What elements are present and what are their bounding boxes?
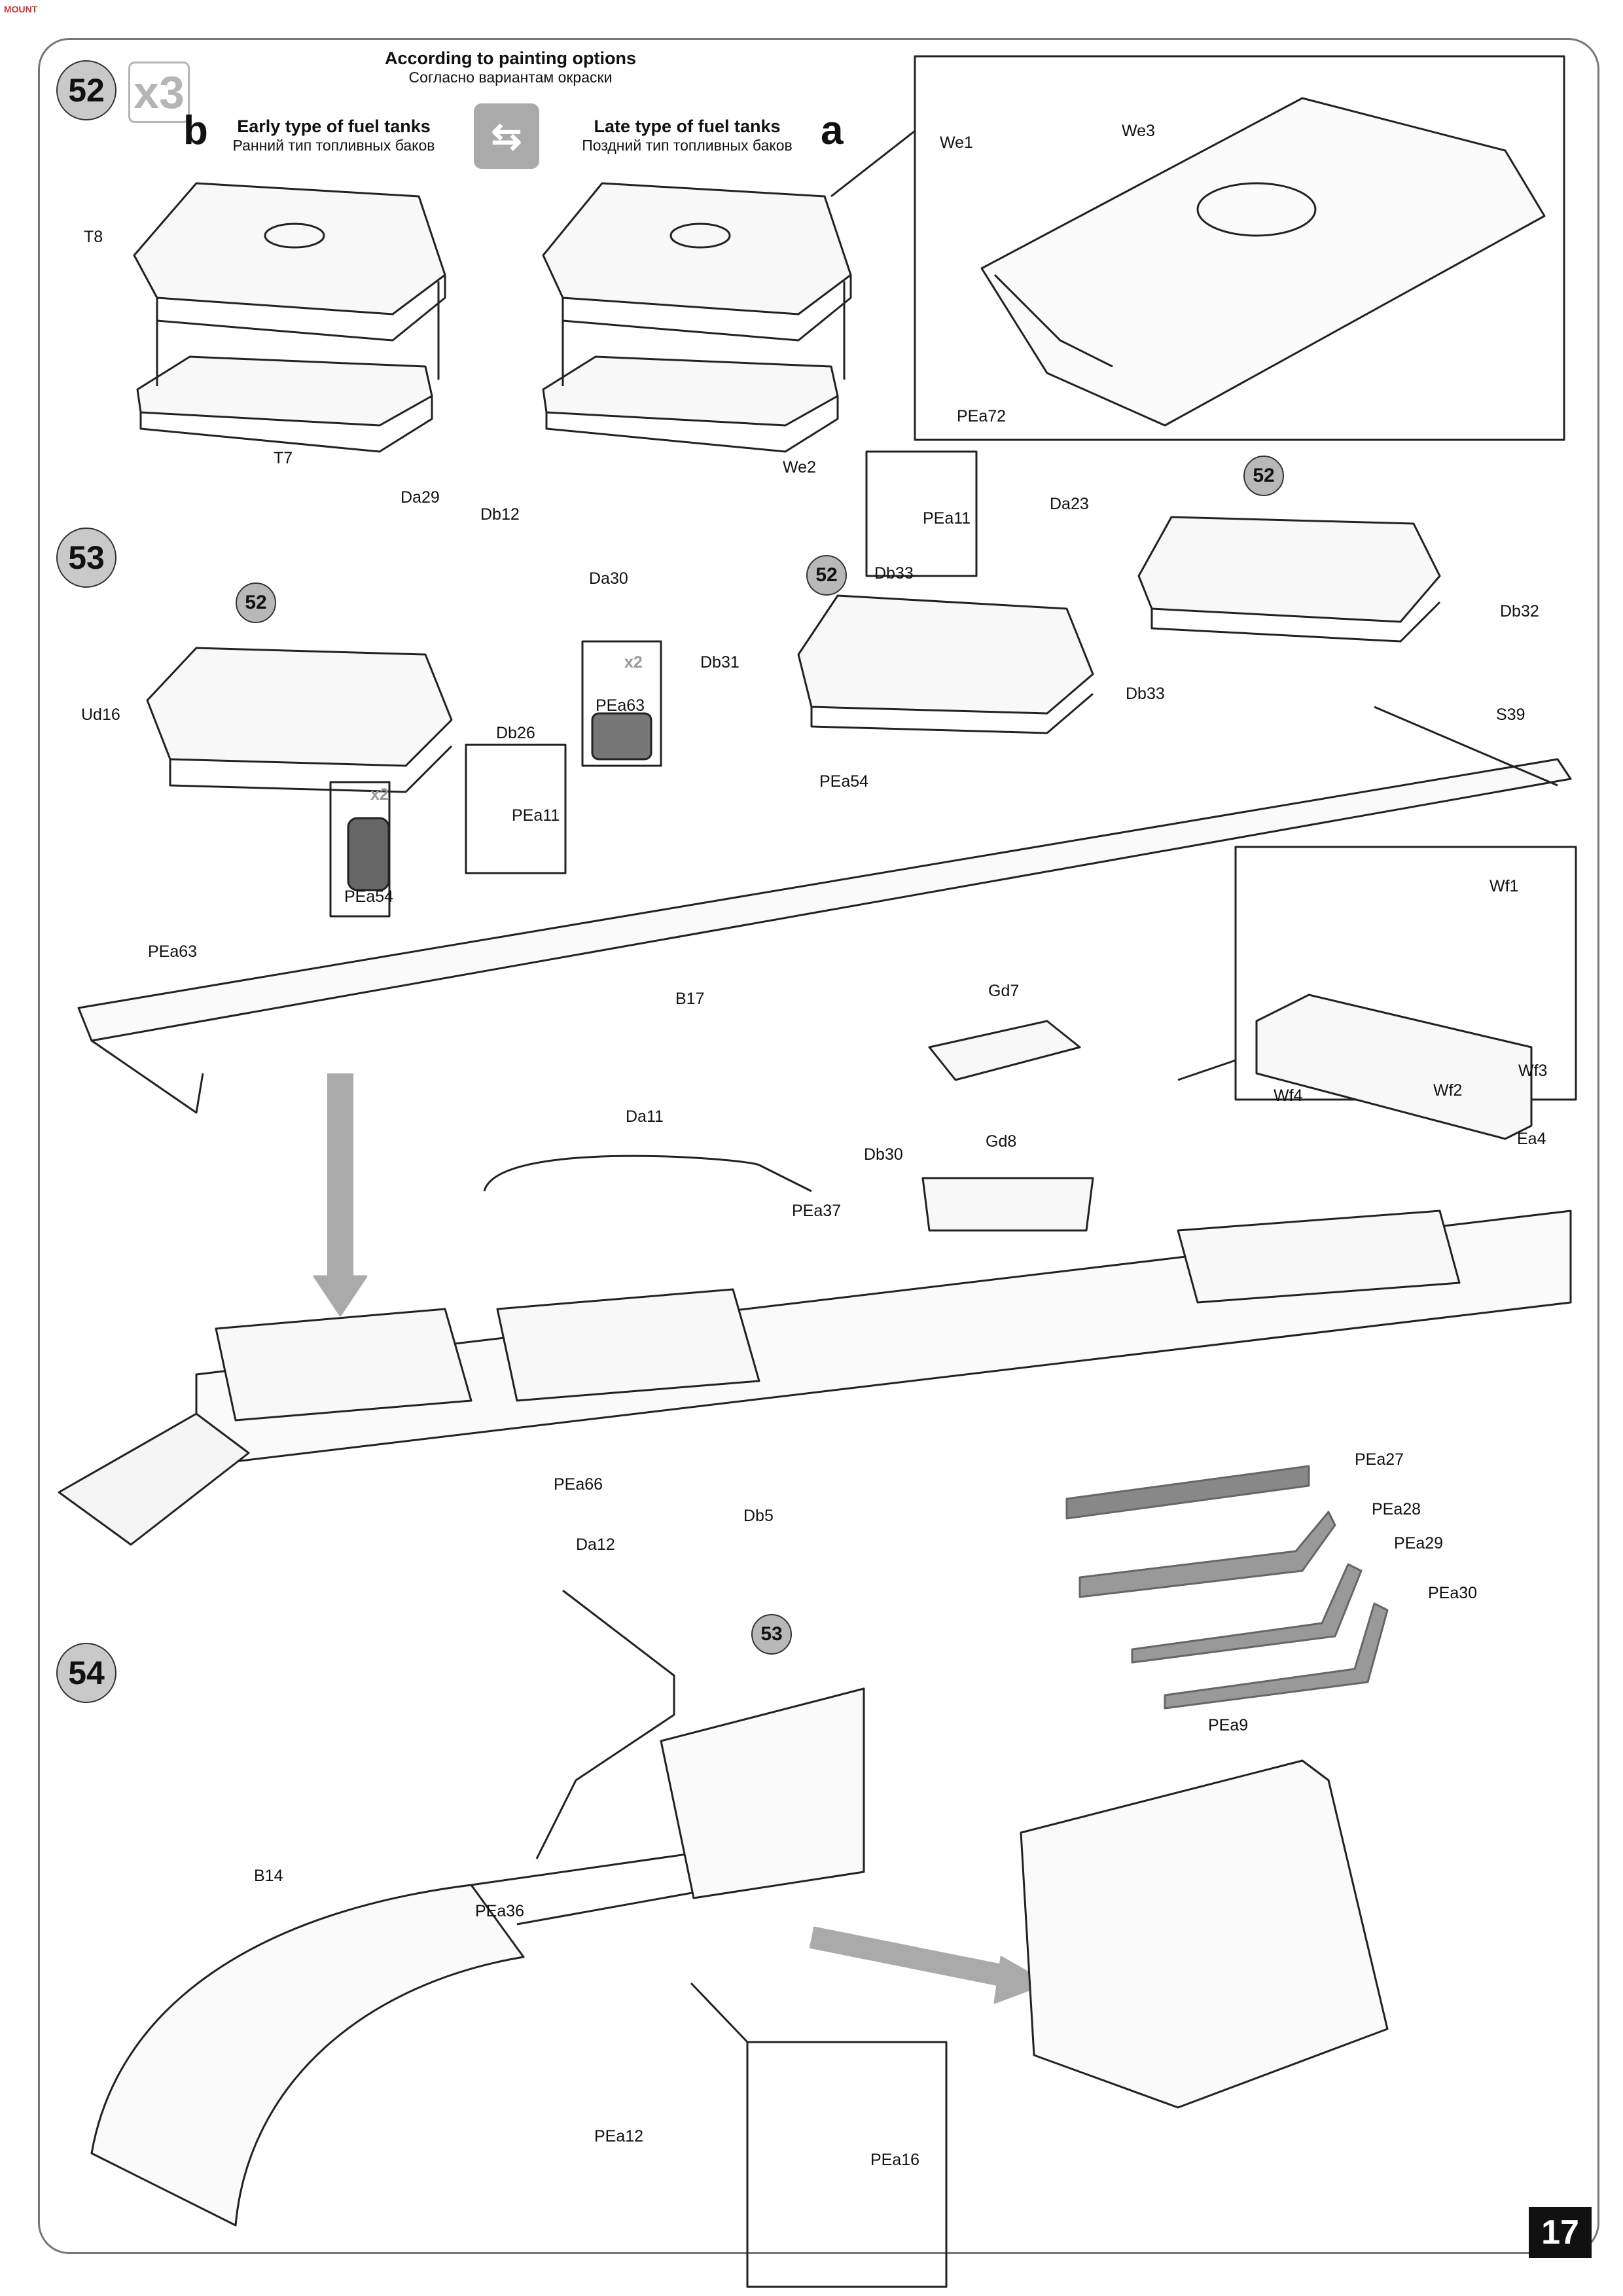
option-a-letter: a <box>821 108 844 153</box>
part-label: PEa54 <box>819 772 869 791</box>
part-label: PEa16 <box>870 2151 920 2169</box>
part-label: Da11 <box>626 1107 664 1126</box>
part-label: PEa11 <box>923 509 971 528</box>
option-b-letter: b <box>183 108 208 153</box>
option-b-title-ru: Ранний тип топливных баков <box>232 137 435 154</box>
part-label: PEa29 <box>1394 1534 1444 1552</box>
part-label: Db33 <box>874 564 914 583</box>
option-a-title-ru: Поздний тип топливных баков <box>582 137 793 154</box>
step-53-number: 53 <box>56 528 116 588</box>
part-label: T7 <box>274 449 293 467</box>
tank-left-drawing <box>146 647 453 793</box>
part-label: PEa28 <box>1372 1500 1421 1518</box>
part-label: PEa63 <box>148 942 198 961</box>
tank-mid-drawing <box>797 594 1094 734</box>
step54-detail-drawing <box>1020 1465 1389 2109</box>
part-label: Db26 <box>496 724 535 742</box>
part-label: Gd7 <box>988 982 1020 1000</box>
tank-b-drawing <box>133 182 446 453</box>
part-label: Wf1 <box>1489 877 1519 895</box>
part-label: PEa72 <box>957 407 1007 425</box>
tank-detail-drawing <box>980 97 1546 427</box>
corner-logo: MOUNT <box>4 4 38 14</box>
part-label: Wf4 <box>1274 1086 1303 1105</box>
assembled-chassis-drawing <box>58 1020 1572 1546</box>
part-label: PEa36 <box>475 1902 525 1920</box>
part-label: Db32 <box>1500 602 1539 620</box>
part-label: PEa63 <box>596 696 645 715</box>
part-label: PEa9 <box>1208 1716 1249 1734</box>
rear-fender-drawing <box>90 1589 865 2227</box>
part-label: PEa37 <box>792 1202 842 1220</box>
page-frame <box>38 38 1599 2254</box>
part-label: PEa27 <box>1355 1450 1404 1469</box>
part-label: Db33 <box>1126 685 1165 703</box>
option-a-title: Late type of fuel tanks Поздний тип топл… <box>563 117 812 154</box>
part-label: Wf2 <box>1433 1081 1463 1100</box>
part-label: S39 <box>1496 706 1525 724</box>
part-label: PEa30 <box>1428 1584 1478 1602</box>
part-label: B14 <box>254 1867 283 1885</box>
option-a-title-en: Late type of fuel tanks <box>594 117 781 136</box>
part-label: PEa11 <box>512 806 560 825</box>
part-label: Db5 <box>743 1507 774 1525</box>
quantity-x3-badge: x3 <box>128 62 190 123</box>
ref-step-52: 52 <box>236 583 276 623</box>
part-label: Da30 <box>589 569 628 588</box>
part-label: PEa54 <box>344 888 394 906</box>
page-number: 17 <box>1529 2207 1592 2258</box>
tank-right-drawing <box>1137 516 1441 643</box>
part-label: Ea4 <box>1517 1130 1546 1148</box>
header-en: According to painting options <box>385 48 636 68</box>
ref-step-52: 52 <box>806 555 847 596</box>
part-label: Db30 <box>864 1145 903 1164</box>
part-label: We3 <box>1122 122 1155 140</box>
step-54-number: 54 <box>56 1643 116 1703</box>
part-label: Db12 <box>480 505 520 524</box>
step-52-number: 52 <box>56 60 116 120</box>
x2-badge: x2 <box>624 653 643 672</box>
part-label: We1 <box>940 134 973 152</box>
option-b-title-en: Early type of fuel tanks <box>237 117 431 136</box>
x2-badge: x2 <box>370 785 389 804</box>
part-label: Wf3 <box>1518 1062 1548 1080</box>
ref-step-53: 53 <box>751 1614 792 1655</box>
part-label: PEa66 <box>554 1475 603 1494</box>
painting-options-header: According to painting options Согласно в… <box>366 48 654 86</box>
tank-a-drawing <box>542 182 852 453</box>
part-label: Db31 <box>700 653 740 672</box>
part-label: B17 <box>675 990 705 1008</box>
switch-arrows-icon: ⇆ <box>474 103 539 169</box>
chassis-frame-drawing <box>77 706 1572 1114</box>
part-label: PEa12 <box>594 2127 644 2145</box>
option-b-title: Early type of fuel tanks Ранний тип топл… <box>209 117 458 154</box>
part-label: T8 <box>84 228 103 246</box>
part-label: Da23 <box>1050 495 1089 513</box>
part-label: We2 <box>783 458 816 476</box>
part-label: Ud16 <box>81 706 120 724</box>
ref-step-52: 52 <box>1243 456 1284 496</box>
part-label: Da12 <box>576 1535 615 1554</box>
header-ru: Согласно вариантам окраски <box>408 69 613 86</box>
part-label: Da29 <box>401 488 440 507</box>
battery-box-drawing <box>1255 994 1533 1140</box>
part-label: Gd8 <box>986 1132 1017 1151</box>
